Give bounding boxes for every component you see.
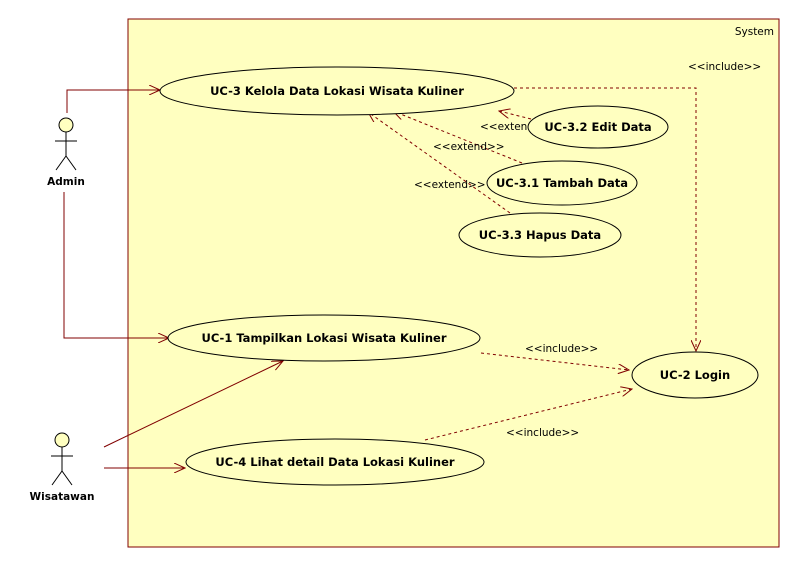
- include-label-uc3: <<include>>: [688, 61, 761, 73]
- use-case-uc31-shape: [486, 160, 638, 206]
- use-case-uc1-shape: [167, 314, 481, 362]
- include-uc3-uc2: [514, 87, 696, 351]
- actor-admin-head: [58, 117, 74, 133]
- actor-wisatawan[interactable]: [51, 432, 73, 486]
- actor-wisatawan-head: [54, 432, 70, 448]
- use-case-uc32[interactable]: UC-3.2 Edit Data: [527, 105, 669, 149]
- include-label-uc1: <<include>>: [525, 343, 598, 355]
- use-case-uc32-label: UC-3.2 Edit Data: [544, 120, 651, 134]
- actor-admin-label: Admin: [47, 176, 85, 188]
- extend-label-uc31: <<extend>>: [433, 141, 505, 153]
- use-case-uc31[interactable]: UC-3.1 Tambah Data: [486, 160, 638, 206]
- include-uc1-uc2: [480, 352, 629, 370]
- actor-wisatawan-label: Wisatawan: [30, 491, 95, 503]
- associations: [63, 90, 283, 468]
- use-case-uc3[interactable]: UC-3 Kelola Data Lokasi Wisata Kuliner: [159, 66, 515, 116]
- use-case-uc2-shape: [631, 351, 759, 399]
- assoc-admin-uc1: [63, 192, 169, 338]
- use-case-uc31-label: UC-3.1 Tambah Data: [496, 176, 628, 190]
- extend-uc33-uc3: [368, 112, 511, 214]
- use-case-uc33-shape: [458, 212, 622, 258]
- assoc-admin-uc3: [66, 90, 160, 113]
- actor-admin[interactable]: [55, 117, 77, 171]
- use-case-uc4-shape: [185, 438, 485, 486]
- dependencies: [368, 87, 696, 441]
- use-case-uc3-shape: [159, 66, 515, 116]
- use-case-uc33-label: UC-3.3 Hapus Data: [479, 228, 601, 242]
- extend-uc31-uc3: [393, 111, 523, 164]
- use-case-uc32-shape: [527, 105, 669, 149]
- use-case-uc33[interactable]: UC-3.3 Hapus Data: [458, 212, 622, 258]
- include-label-uc4: <<include>>: [506, 427, 579, 439]
- use-case-uc1[interactable]: UC-1 Tampilkan Lokasi Wisata Kuliner: [167, 314, 481, 362]
- use-case-uc3-label: UC-3 Kelola Data Lokasi Wisata Kuliner: [210, 84, 464, 98]
- use-case-uc2[interactable]: UC-2 Login: [631, 351, 759, 399]
- use-case-uc2-label: UC-2 Login: [660, 368, 730, 382]
- extend-label-uc33: <<extend>>: [414, 179, 486, 191]
- assoc-wisatawan-uc1: [103, 361, 283, 448]
- use-case-uc1-label: UC-1 Tampilkan Lokasi Wisata Kuliner: [202, 331, 447, 345]
- use-case-uc4-label: UC-4 Lihat detail Data Lokasi Kuliner: [215, 455, 454, 469]
- use-case-uc4[interactable]: UC-4 Lihat detail Data Lokasi Kuliner: [185, 438, 485, 486]
- system-label: System: [735, 26, 774, 38]
